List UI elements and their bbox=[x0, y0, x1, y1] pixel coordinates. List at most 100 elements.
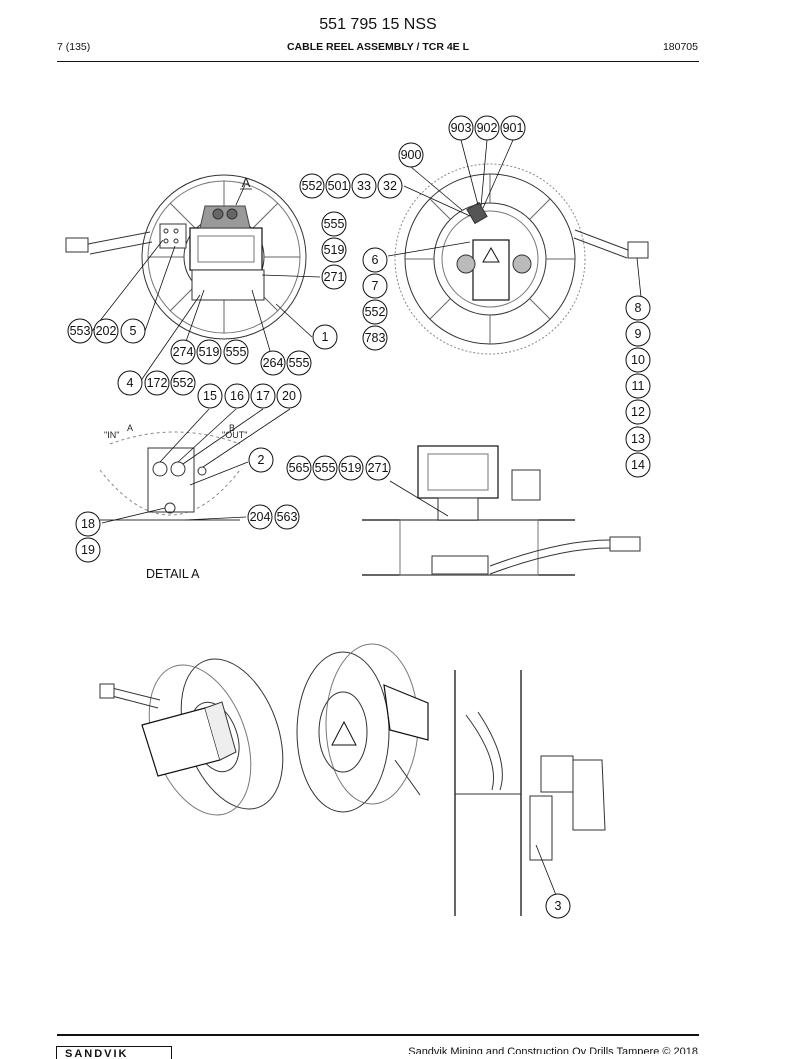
footer-copyright: Sandvik Mining and Construction Oy Drill… bbox=[408, 1046, 698, 1054]
callout-552: 552 bbox=[362, 299, 388, 325]
callout-172: 172 bbox=[144, 370, 170, 396]
callout-565: 565 bbox=[286, 455, 312, 481]
svg-text:519: 519 bbox=[341, 461, 362, 475]
svg-text:555: 555 bbox=[226, 345, 247, 359]
svg-text:5: 5 bbox=[130, 324, 137, 338]
document-id: 180705 bbox=[662, 41, 698, 53]
svg-text:204: 204 bbox=[250, 510, 271, 524]
svg-text:4: 4 bbox=[127, 376, 134, 390]
callout-552: 552 bbox=[299, 173, 325, 199]
callout-271: 271 bbox=[365, 455, 391, 481]
svg-text:902: 902 bbox=[477, 121, 498, 135]
view-a-marker: A bbox=[242, 175, 251, 190]
callout-555: 555 bbox=[286, 350, 312, 376]
callout-264: 264 bbox=[260, 350, 286, 376]
callout-32: 32 bbox=[377, 173, 403, 199]
callout-33: 33 bbox=[351, 173, 377, 199]
callout-17: 17 bbox=[250, 383, 276, 409]
detail-a-caption: DETAIL A bbox=[146, 567, 200, 581]
reel-front-view-left bbox=[65, 174, 321, 383]
callout-16: 16 bbox=[224, 383, 250, 409]
svg-text:15: 15 bbox=[203, 389, 217, 403]
callout-20: 20 bbox=[276, 383, 302, 409]
callout-4: 4 bbox=[117, 370, 143, 396]
document-code: 551 795 15 NSS bbox=[319, 16, 437, 33]
svg-text:519: 519 bbox=[199, 345, 220, 359]
callout-12: 12 bbox=[625, 399, 651, 425]
svg-text:903: 903 bbox=[451, 121, 472, 135]
callout-519: 519 bbox=[338, 455, 364, 481]
callout-271: 271 bbox=[321, 264, 347, 290]
callout-519: 519 bbox=[321, 237, 347, 263]
callout-501: 501 bbox=[325, 173, 351, 199]
svg-text:271: 271 bbox=[368, 461, 389, 475]
svg-text:7: 7 bbox=[372, 279, 379, 293]
svg-text:33: 33 bbox=[357, 179, 371, 193]
svg-text:552: 552 bbox=[302, 179, 323, 193]
svg-text:16: 16 bbox=[230, 389, 244, 403]
callout-519: 519 bbox=[196, 339, 222, 365]
svg-text:14: 14 bbox=[631, 458, 645, 472]
callout-8: 8 bbox=[625, 295, 651, 321]
reel-side-view bbox=[362, 445, 641, 576]
svg-text:20: 20 bbox=[282, 389, 296, 403]
page-title: CABLE REEL ASSEMBLY / TCR 4E L bbox=[286, 41, 470, 53]
callout-1: 1 bbox=[312, 324, 338, 350]
svg-text:8: 8 bbox=[635, 301, 642, 315]
callout-13: 13 bbox=[625, 426, 651, 452]
svg-text:6: 6 bbox=[372, 253, 379, 267]
callout-902: 902 bbox=[474, 115, 500, 141]
callout-204: 204 bbox=[247, 504, 273, 530]
callout-900: 900 bbox=[398, 142, 424, 168]
port-a-letter: A bbox=[127, 423, 133, 433]
svg-text:783: 783 bbox=[365, 331, 386, 345]
callout-555: 555 bbox=[321, 211, 347, 237]
svg-text:202: 202 bbox=[96, 324, 117, 338]
header-divider bbox=[57, 61, 699, 62]
callout-10: 10 bbox=[625, 347, 651, 373]
callout-901: 901 bbox=[500, 115, 526, 141]
callout-563: 563 bbox=[274, 504, 300, 530]
svg-text:32: 32 bbox=[383, 179, 397, 193]
reel-rear-view-right bbox=[387, 139, 649, 355]
callout-7: 7 bbox=[362, 273, 388, 299]
svg-text:17: 17 bbox=[256, 389, 270, 403]
callout-5: 5 bbox=[120, 318, 146, 344]
svg-text:3: 3 bbox=[555, 899, 562, 913]
svg-text:172: 172 bbox=[147, 376, 168, 390]
callout-555: 555 bbox=[312, 455, 338, 481]
callout-3: 3 bbox=[545, 893, 571, 919]
svg-text:565: 565 bbox=[289, 461, 310, 475]
callout-552: 552 bbox=[170, 370, 196, 396]
callout-2: 2 bbox=[248, 447, 274, 473]
svg-text:12: 12 bbox=[631, 405, 645, 419]
svg-text:11: 11 bbox=[632, 379, 645, 393]
svg-text:1: 1 bbox=[322, 330, 329, 344]
svg-text:2: 2 bbox=[258, 453, 265, 467]
port-a-label: "IN" bbox=[104, 430, 119, 440]
callout-11: 11 bbox=[625, 373, 651, 399]
svg-text:900: 900 bbox=[401, 148, 422, 162]
svg-text:10: 10 bbox=[631, 353, 645, 367]
reel-side-elevation bbox=[454, 670, 606, 916]
callout-903: 903 bbox=[448, 115, 474, 141]
svg-text:9: 9 bbox=[635, 327, 642, 341]
svg-text:555: 555 bbox=[315, 461, 336, 475]
svg-text:274: 274 bbox=[173, 345, 194, 359]
port-b-label: "OUT" bbox=[222, 430, 247, 440]
callout-202: 202 bbox=[93, 318, 119, 344]
footer-divider bbox=[57, 1034, 699, 1036]
callout-19: 19 bbox=[75, 537, 101, 563]
callout-274: 274 bbox=[170, 339, 196, 365]
reel-isometric-view-2 bbox=[296, 643, 429, 813]
port-b-letter: B bbox=[229, 423, 235, 433]
callout-15: 15 bbox=[197, 383, 223, 409]
callout-553: 553 bbox=[67, 318, 93, 344]
callout-9: 9 bbox=[625, 321, 651, 347]
svg-text:271: 271 bbox=[324, 270, 345, 284]
page-number: 7 (135) bbox=[57, 41, 91, 53]
svg-text:563: 563 bbox=[277, 510, 298, 524]
svg-text:552: 552 bbox=[173, 376, 194, 390]
svg-text:553: 553 bbox=[70, 324, 91, 338]
